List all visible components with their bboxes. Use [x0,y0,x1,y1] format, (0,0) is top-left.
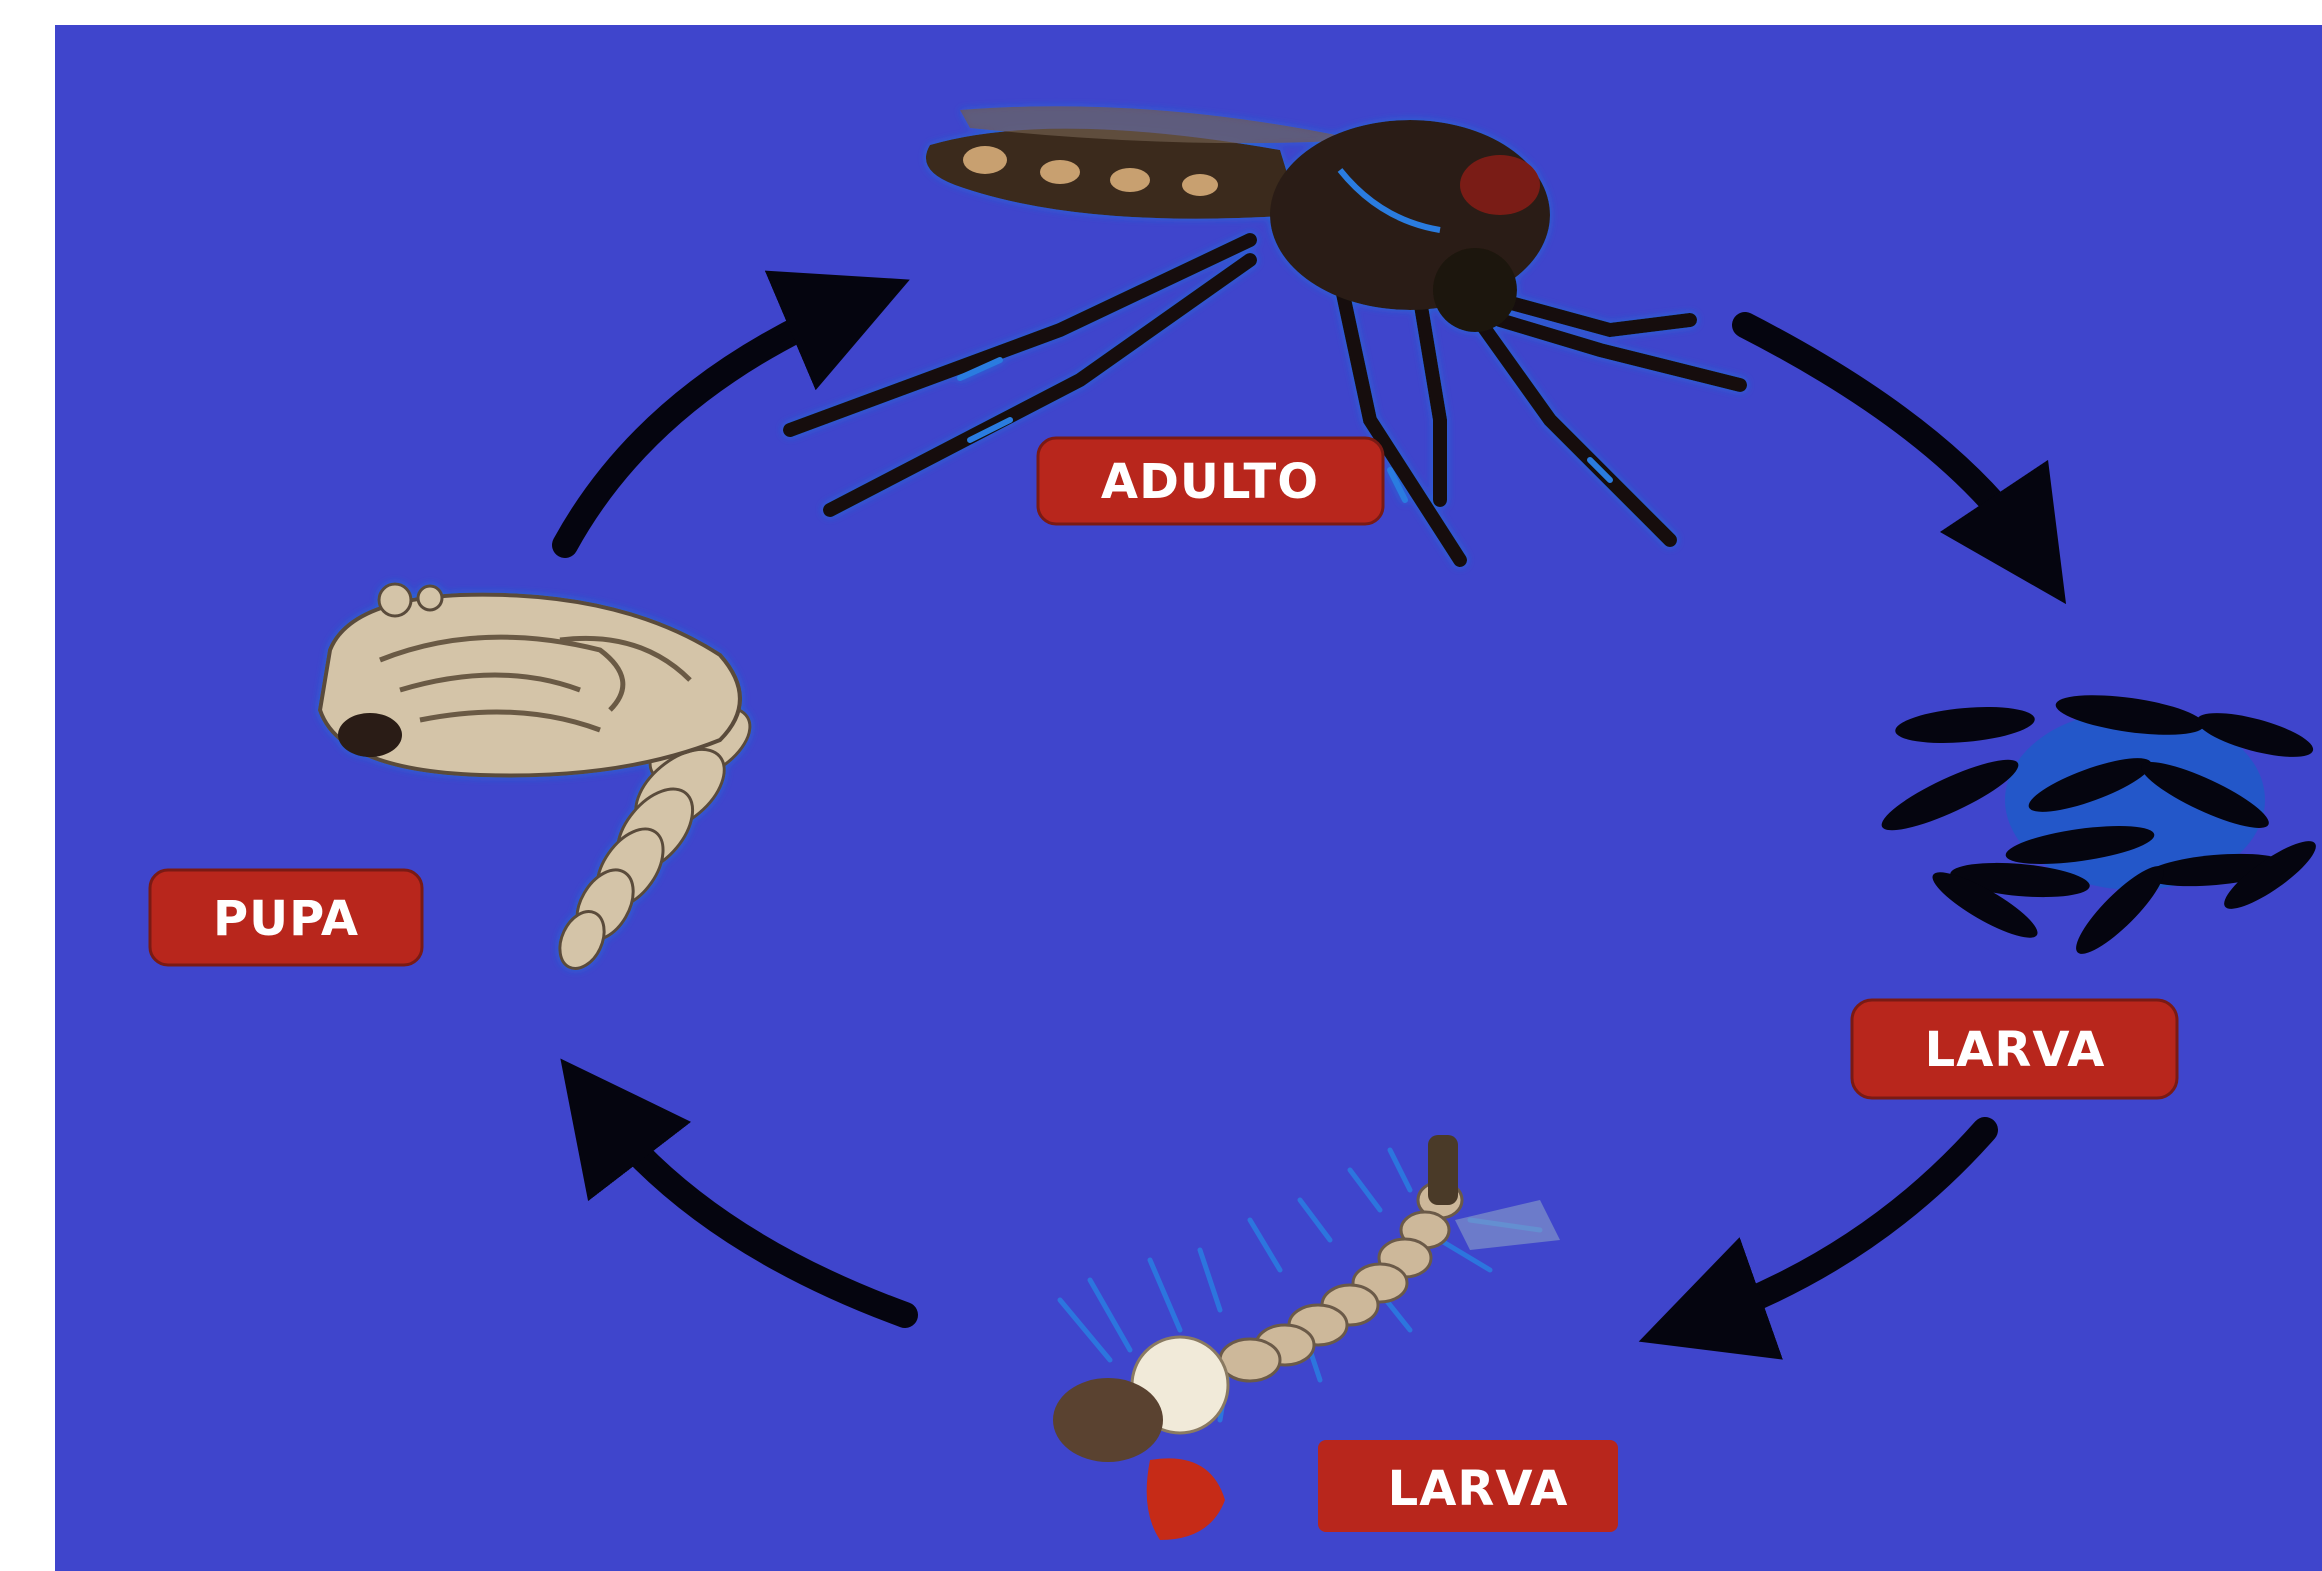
label-pupa-text: PUPA [213,891,359,947]
label-larva: LARVA [1318,1440,1618,1532]
label-eggs: LARVA [1852,1000,2177,1098]
label-pupa: PUPA [150,870,422,965]
label-eggs-text: LARVA [1925,1022,2106,1078]
label-larva-text: LARVA [1388,1461,1569,1517]
label-adult-text: ADULTO [1101,454,1319,510]
label-adult: ADULTO [1038,438,1383,524]
